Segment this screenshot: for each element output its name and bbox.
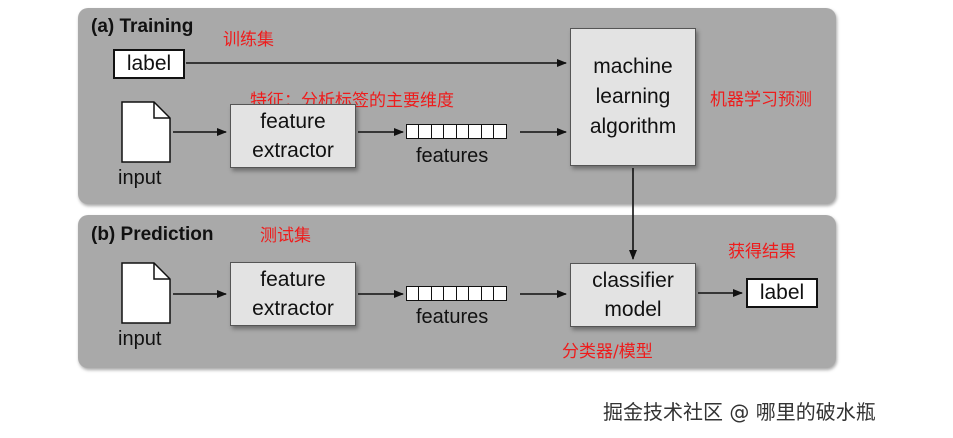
training-set-annotation: 训练集	[223, 30, 274, 50]
training-panel	[78, 8, 836, 204]
prediction-feature-vector	[405, 286, 507, 301]
training-extractor-line-2: extractor	[252, 139, 334, 162]
training-features-label: features	[416, 145, 489, 167]
prediction-features-label: features	[416, 306, 489, 328]
result-annotation: 获得结果	[728, 242, 796, 262]
algorithm-annotation: 机器学习预测	[710, 90, 812, 110]
model-line-1: classifier	[592, 269, 674, 292]
algorithm-line-1: machine	[593, 55, 673, 78]
prediction-title: (b) Prediction	[91, 224, 214, 245]
classifier-model-box: classifier model	[570, 263, 696, 327]
model-annotation: 分类器/模型	[562, 342, 653, 362]
training-feature-vector	[405, 124, 507, 139]
training-feature-extractor: feature extractor	[230, 104, 356, 168]
prediction-input-document-icon	[121, 262, 171, 324]
watermark: 掘金技术社区 @ 哪里的破水瓶	[603, 400, 876, 424]
machine-learning-algorithm-box: machine learning algorithm	[570, 28, 696, 166]
algorithm-line-2: learning	[595, 85, 671, 108]
prediction-extractor-line-2: extractor	[252, 297, 334, 320]
prediction-label-box: label	[746, 278, 818, 308]
test-set-annotation: 测试集	[260, 226, 311, 246]
prediction-input-label: input	[118, 328, 162, 350]
training-input-document-icon	[121, 101, 171, 163]
training-label-box: label	[113, 49, 185, 79]
model-line-2: model	[604, 298, 662, 321]
prediction-feature-extractor: feature extractor	[230, 262, 356, 326]
training-title: (a) Training	[91, 16, 194, 37]
prediction-extractor-line-1: feature	[260, 268, 326, 291]
training-input-label: input	[118, 167, 162, 189]
training-extractor-line-1: feature	[260, 110, 326, 133]
algorithm-line-3: algorithm	[589, 115, 677, 138]
